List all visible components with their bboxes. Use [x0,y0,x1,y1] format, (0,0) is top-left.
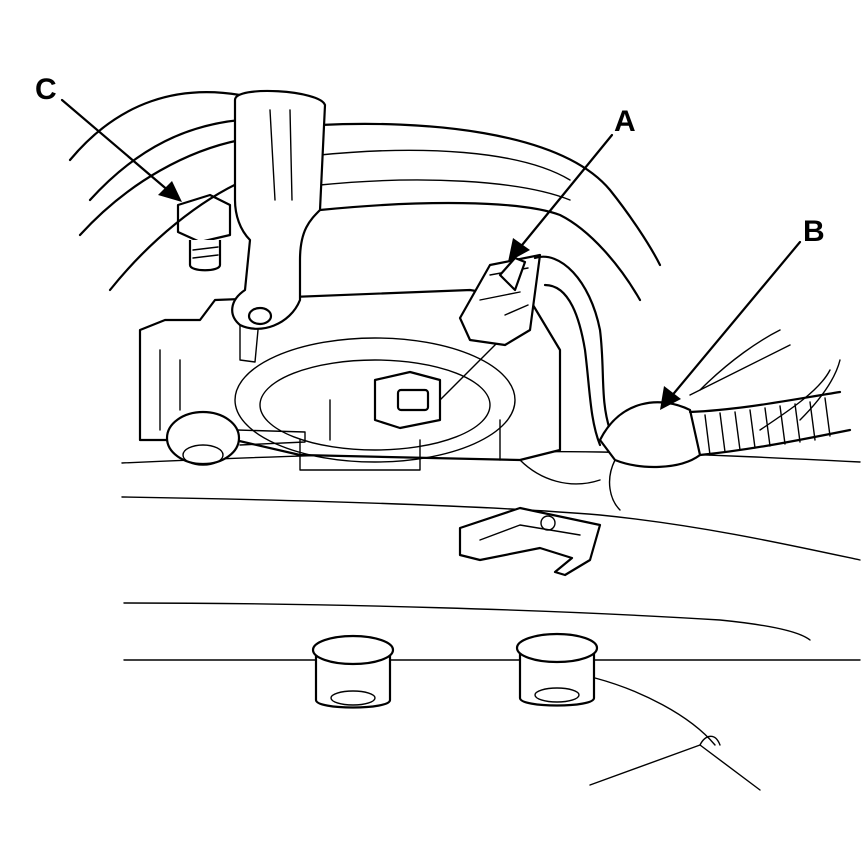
dowel-left [311,634,395,709]
upper-hose [68,91,662,302]
callout-label-b: B [803,215,825,248]
harness-connector-a [458,253,542,347]
leader-arrow-b [660,240,802,410]
lower-housing [121,450,861,791]
callout-label-a: A [614,105,636,138]
harness-clip-bracket [458,506,602,577]
callout-label-c: C [35,73,57,106]
hose-bracket [231,89,327,363]
wire-harness [533,255,852,511]
bolt-lower-left [165,410,306,466]
leader-arrow-a [508,133,614,262]
dowel-right [515,632,599,707]
sensor-connector [373,339,501,430]
bolt-c [176,193,232,272]
sensor-mount-body [138,288,601,485]
leader-arrow-c [60,98,182,202]
